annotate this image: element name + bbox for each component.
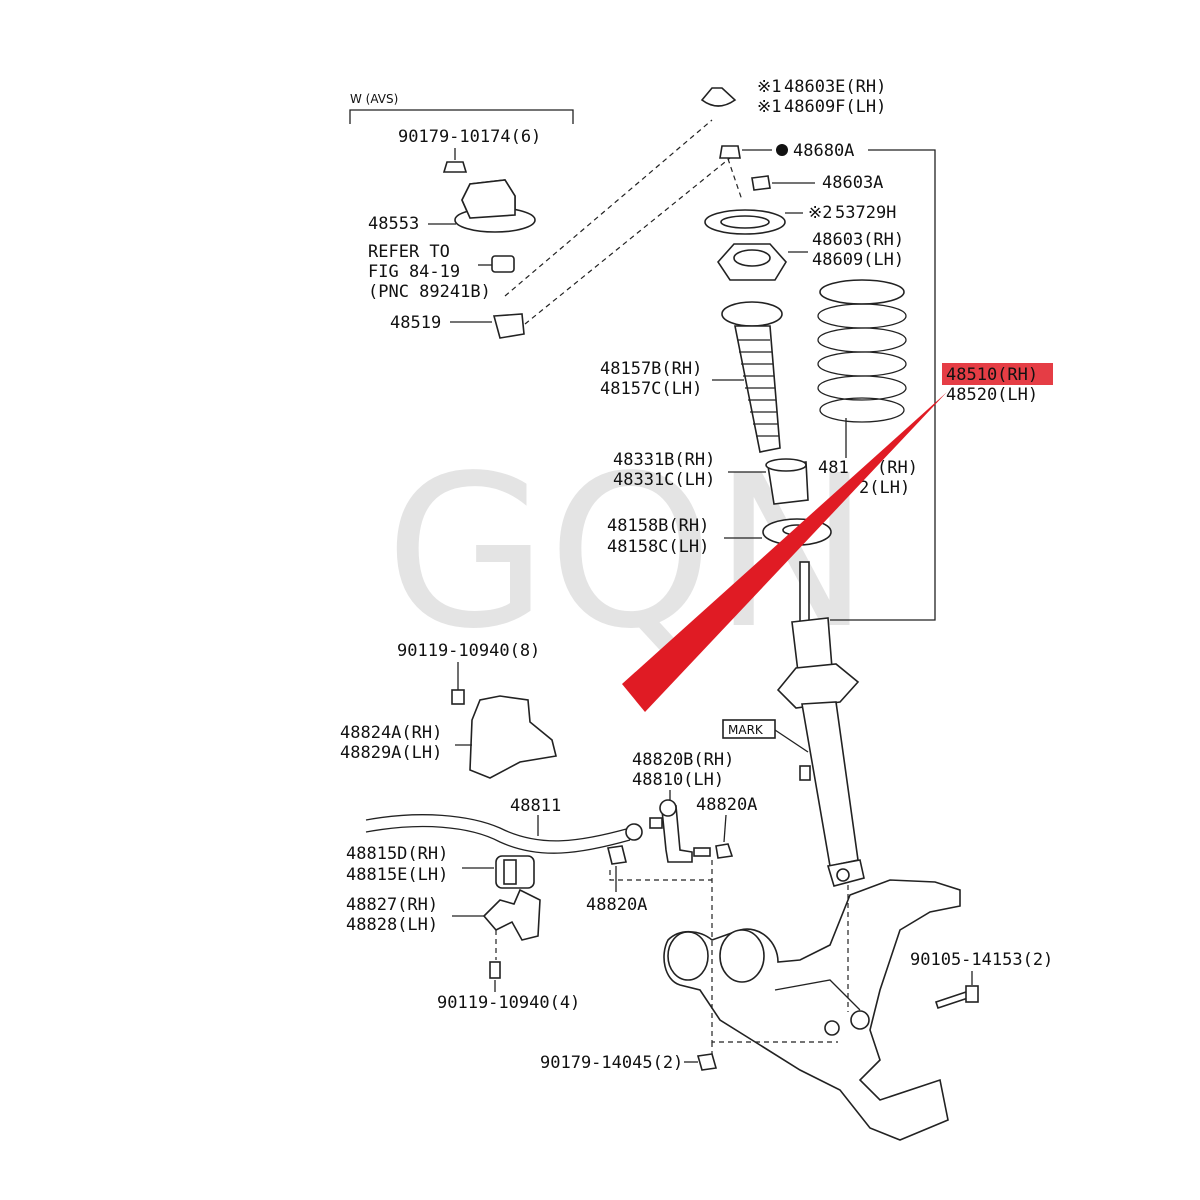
label-48603RH: 48603(RH) <box>812 230 904 250</box>
note-1b: ※1 <box>757 97 781 117</box>
label-481-lh: 2(LH) <box>859 478 910 498</box>
label-48820B: 48820B(RH) <box>632 750 734 770</box>
label-48331C: 48331C(LH) <box>613 470 715 490</box>
label-48158C: 48158C(LH) <box>607 537 709 557</box>
label-48520: 48520(LH) <box>946 385 1038 405</box>
label-90105-14153: 90105-14153(2) <box>910 950 1053 970</box>
dust-boot-shape <box>734 325 781 453</box>
label-48331B: 48331B(RH) <box>613 450 715 470</box>
label-90179-14045: 90179-14045(2) <box>540 1053 683 1073</box>
highlight-box <box>942 363 1053 385</box>
label-48519: 48519 <box>390 313 441 333</box>
top-cap-shape <box>700 87 737 107</box>
highlight-pointer <box>622 392 947 712</box>
label-48820A-bot: 48820A <box>586 895 647 915</box>
label-90119-10940-8: 90119-10940(8) <box>397 641 540 661</box>
label-48829A: 48829A(LH) <box>340 743 442 763</box>
label-48157C: 48157C(LH) <box>600 379 702 399</box>
label-48510: 48510(RH) <box>946 365 1038 385</box>
stabilizer-link-shape <box>661 804 693 863</box>
label-48810: 48810(LH) <box>632 770 724 790</box>
label-481-rh-tail: (RH) <box>877 458 918 478</box>
label-refer3: (PNC 89241B) <box>368 282 491 302</box>
note-1a: ※1 <box>757 77 781 97</box>
stabilizer-bracket-shape <box>469 695 557 779</box>
label-avs: W (AVS) <box>350 92 398 106</box>
label-90119-10940-4: 90119-10940(4) <box>437 993 580 1013</box>
label-48609LH: 48609(LH) <box>812 250 904 270</box>
label-mark: MARK <box>728 723 764 737</box>
label-48609F: 48609F(LH) <box>784 97 886 117</box>
label-48824A: 48824A(RH) <box>340 723 442 743</box>
label-53729H: 53729H <box>835 203 896 223</box>
label-48815D: 48815D(RH) <box>346 844 448 864</box>
clip-shape <box>492 313 525 339</box>
label-refer1: REFER TO <box>368 242 450 262</box>
stabilizer-bar-shape <box>365 814 631 842</box>
label-48157B: 48157B(RH) <box>600 359 702 379</box>
label-48828: 48828(LH) <box>346 915 438 935</box>
note-2: ※2 <box>808 203 832 223</box>
label-48603A: 48603A <box>822 173 883 193</box>
label-48820A-top: 48820A <box>696 795 757 815</box>
label-90179-10174: 90179-10174(6) <box>398 127 541 147</box>
label-48815E: 48815E(LH) <box>346 865 448 885</box>
label-refer2: FIG 84-19 <box>368 262 460 282</box>
steering-knuckle-shape <box>663 879 961 1141</box>
label-48158B: 48158B(RH) <box>607 516 709 536</box>
nut-shape <box>442 161 468 173</box>
label-481-rh: 481 <box>818 458 849 478</box>
shock-absorber-shape <box>776 561 865 887</box>
label-48827: 48827(RH) <box>346 895 438 915</box>
coil-spring-shape <box>817 279 907 423</box>
label-48603E: 48603E(RH) <box>784 77 886 97</box>
label-48680A: 48680A <box>793 141 854 161</box>
label-48811: 48811 <box>510 796 561 816</box>
label-48553: 48553 <box>368 214 419 234</box>
